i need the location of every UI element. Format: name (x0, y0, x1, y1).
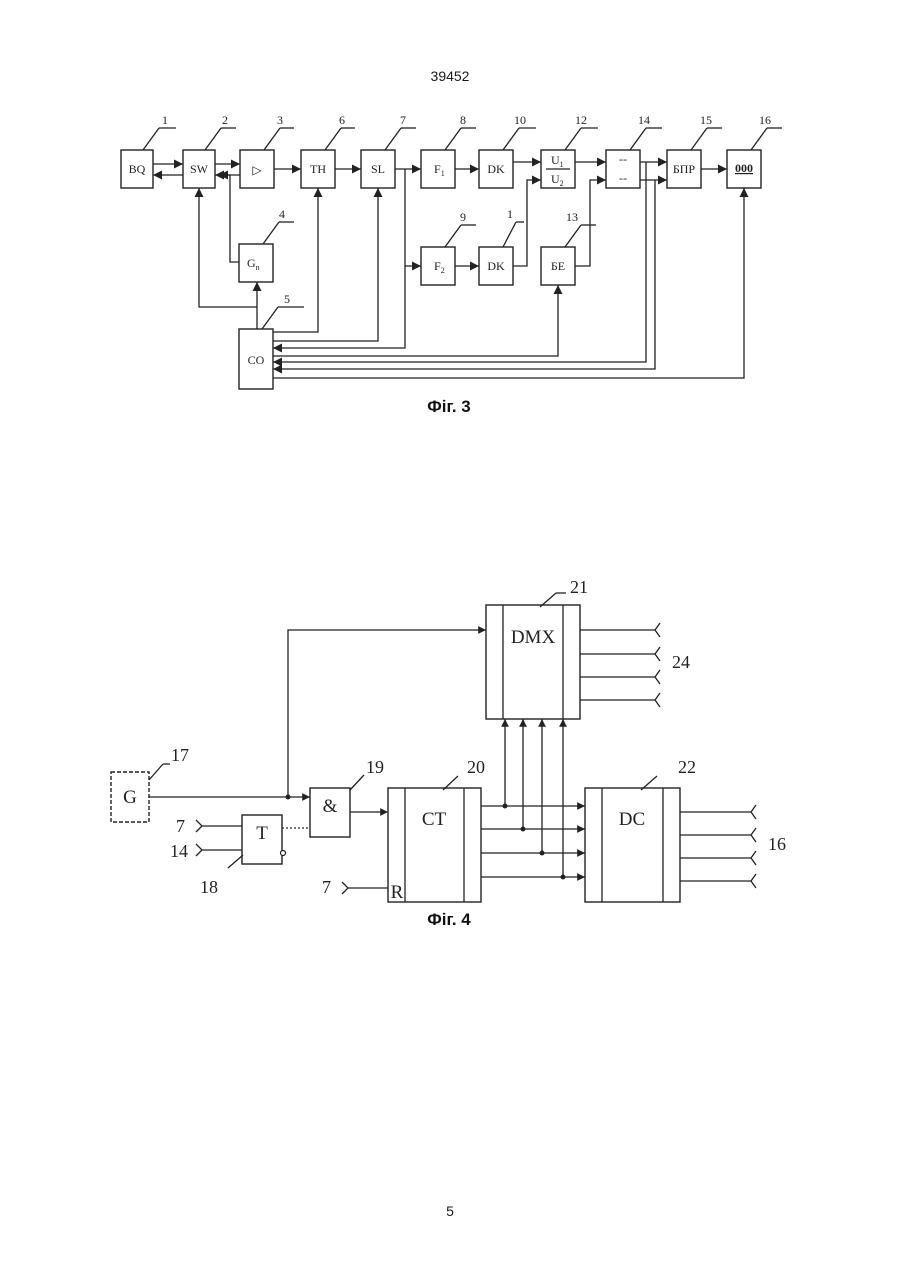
figure-4-diagram: G T & CT R DMX DC 17 18 19 20 21 22 7 14… (0, 0, 900, 950)
ref-20: 20 (467, 757, 485, 777)
label-decoder: DC (619, 809, 645, 830)
label-generator: G (123, 787, 137, 808)
ref-21: 21 (570, 577, 588, 597)
label-demultiplexer: DMX (511, 627, 556, 648)
label-reset: R (391, 882, 404, 903)
ref-22: 22 (678, 757, 696, 777)
input-wires (196, 820, 388, 894)
figure-4-caption: Фіг. 4 (427, 910, 471, 929)
ref-17: 17 (171, 745, 189, 765)
page-number: 5 (0, 1203, 900, 1219)
input-label-trigger-top: 7 (176, 816, 185, 836)
dc-outputs (680, 805, 756, 888)
input-label-reset: 7 (322, 877, 331, 897)
ref-19: 19 (366, 757, 384, 777)
label-and-gate: & (323, 796, 338, 817)
block-decoder (585, 788, 680, 902)
input-label-trigger-bottom: 14 (170, 841, 188, 861)
ref-18: 18 (200, 877, 218, 897)
dmx-outputs (580, 623, 660, 707)
label-trigger: T (256, 823, 268, 844)
block-demultiplexer (486, 605, 580, 719)
output-label-dmx: 24 (672, 652, 690, 672)
output-label-dc: 16 (768, 834, 786, 854)
label-counter: CT (422, 809, 447, 830)
